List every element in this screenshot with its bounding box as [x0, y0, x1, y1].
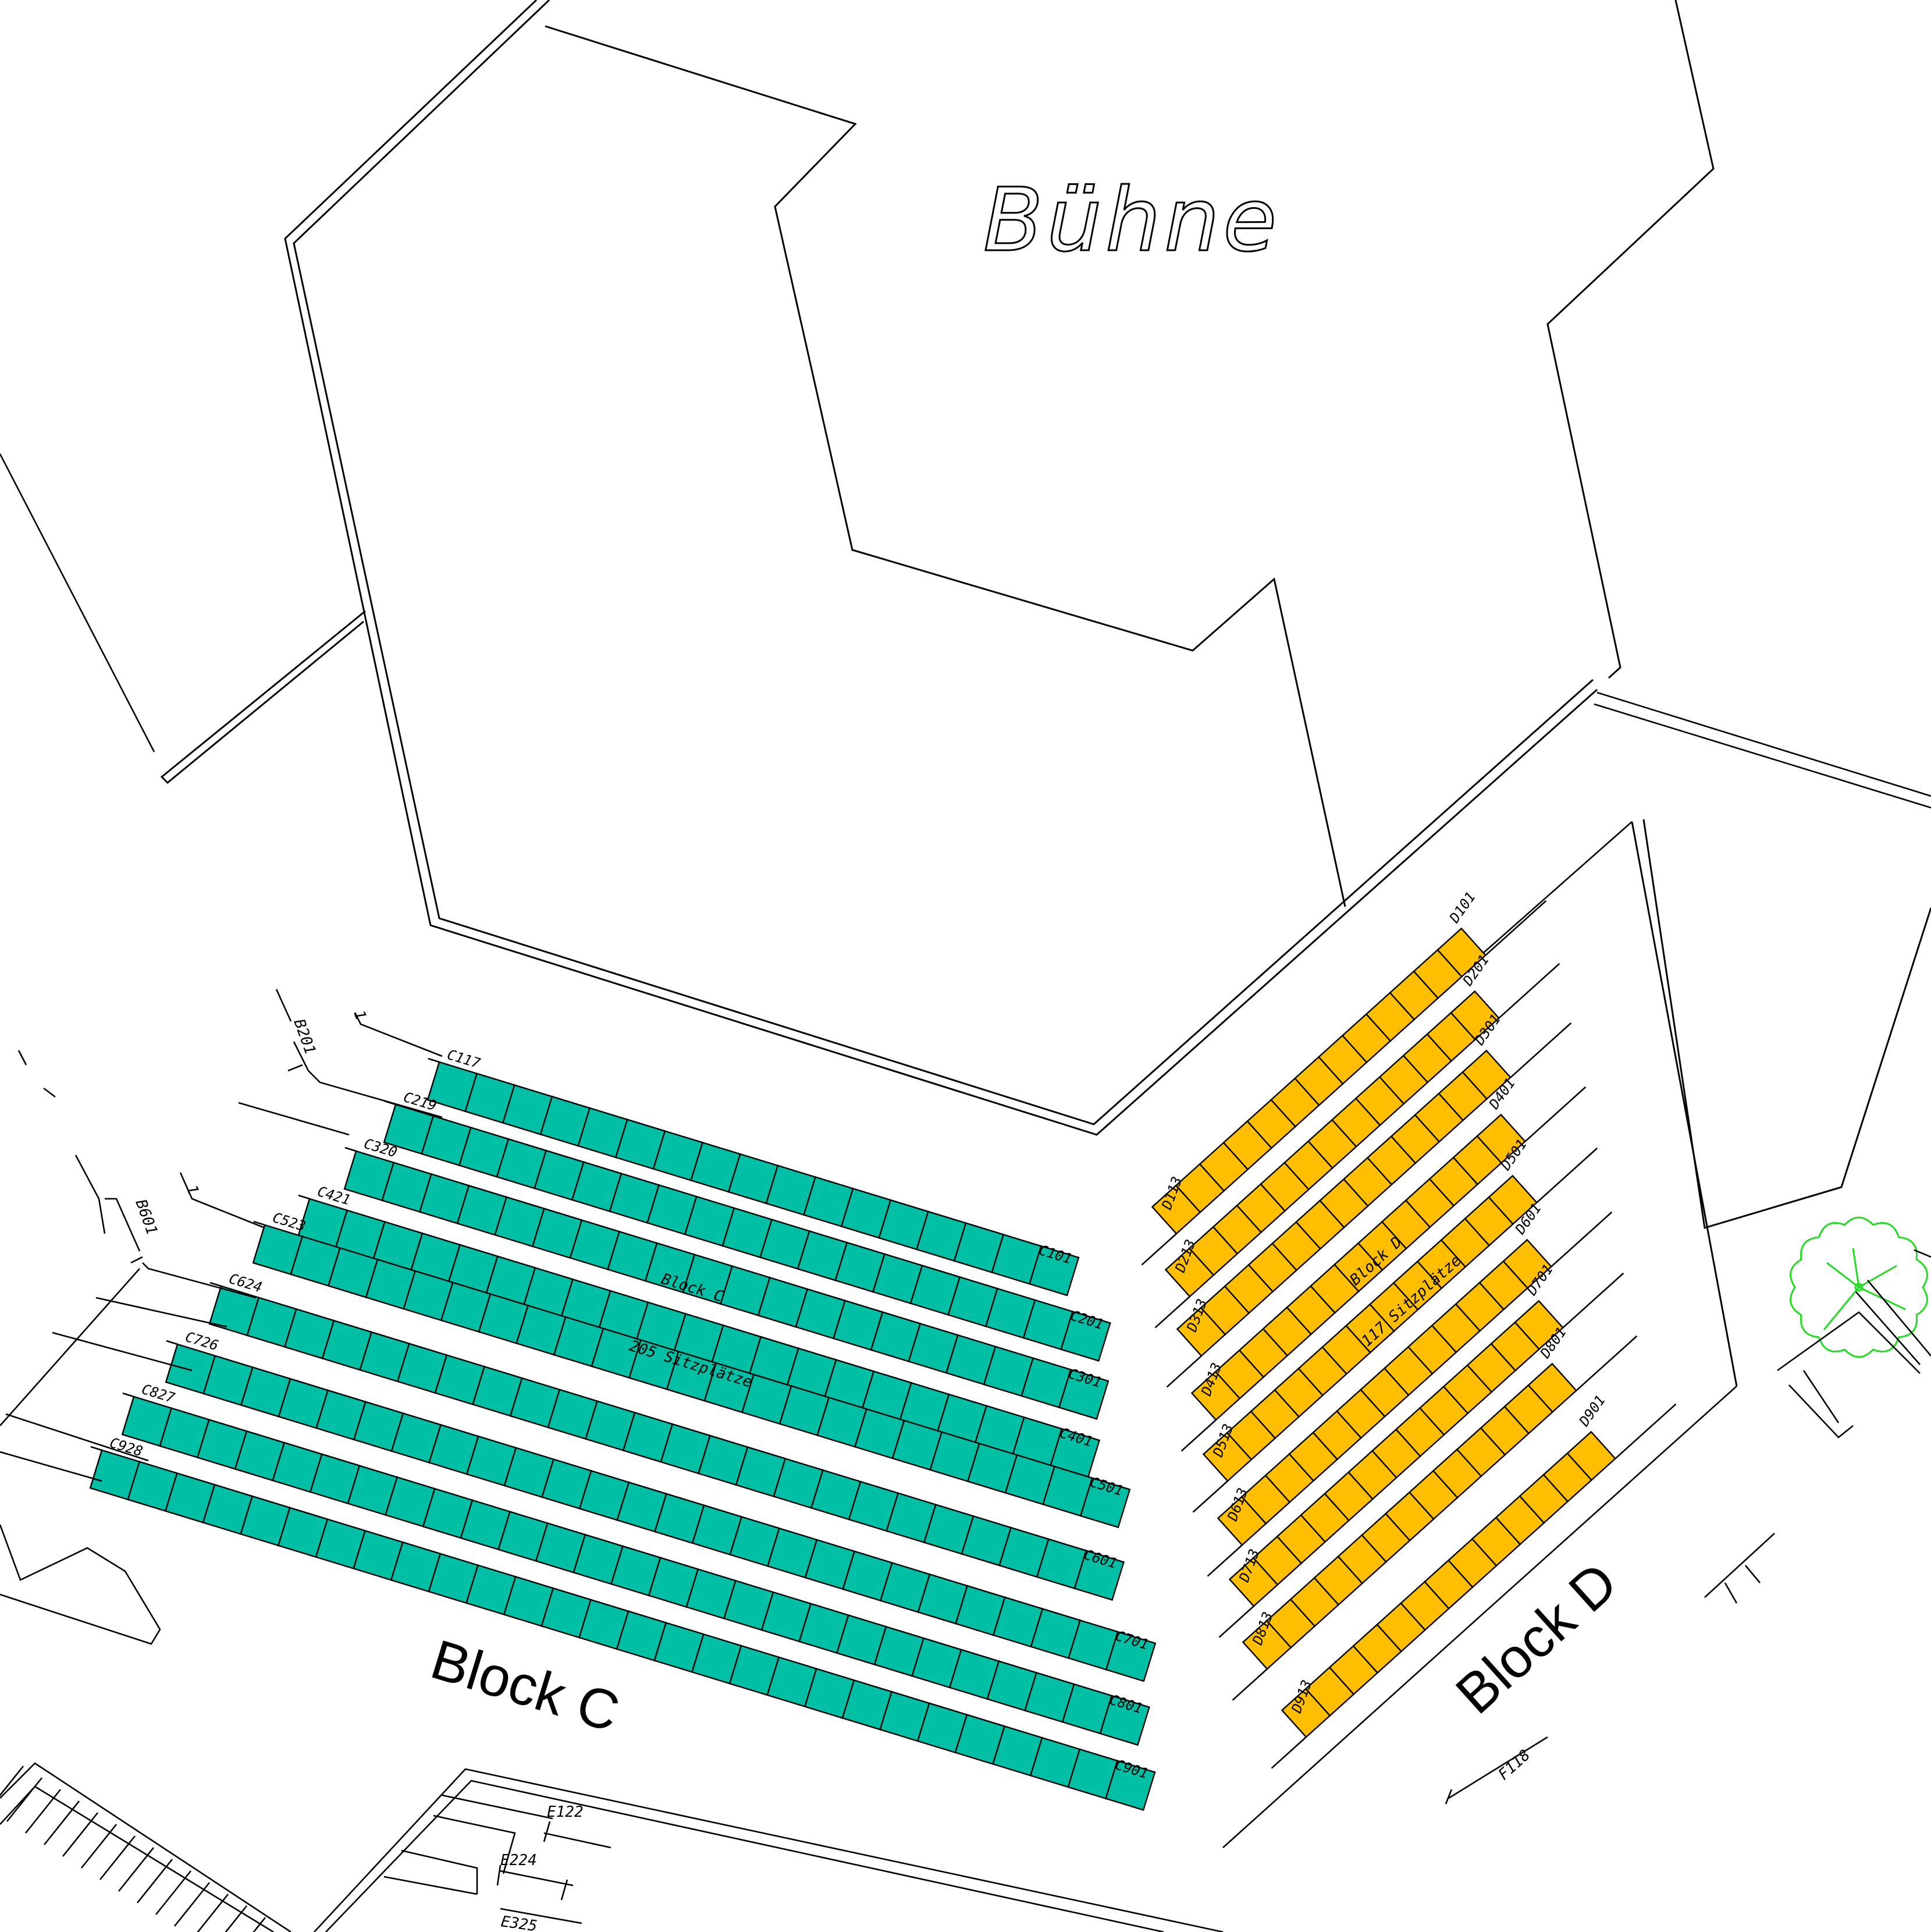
seat-block-d[interactable] [1450, 990, 1500, 1041]
seat-block-d[interactable] [1502, 1238, 1553, 1290]
marker-f118: F118 [1495, 1746, 1534, 1784]
marker-e122: E122 [547, 1803, 584, 1821]
row-line [1192, 1480, 1228, 1513]
row-line [1207, 1544, 1243, 1577]
row-line [1271, 1736, 1307, 1769]
seat-block-c[interactable] [1105, 1760, 1156, 1811]
row-line [1180, 1419, 1217, 1452]
row-line [298, 1194, 310, 1200]
row-line [1218, 1606, 1254, 1638]
stairs [0, 1762, 291, 1932]
seat-block-c[interactable] [1079, 1477, 1131, 1529]
block-c-seats [89, 1061, 1157, 1811]
row-line [253, 1220, 265, 1226]
row-line [1166, 1355, 1202, 1388]
seat-block-d[interactable] [1566, 1430, 1617, 1482]
seat-block-d[interactable] [1527, 1362, 1578, 1414]
block-c-title: Block C [424, 1628, 627, 1744]
row-line [122, 1392, 134, 1398]
block-d-row-lines [1141, 900, 1677, 1769]
row-label-end: D101 [1446, 889, 1479, 926]
row-line [1154, 1296, 1190, 1329]
block-d-seats [1151, 927, 1617, 1738]
row-line [1498, 963, 1560, 1019]
marker-one-a: 1 [350, 1008, 369, 1022]
seat-block-c[interactable] [1058, 1369, 1109, 1420]
seat-block-c[interactable] [1060, 1311, 1111, 1362]
seat-block-d[interactable] [1461, 1049, 1512, 1100]
row-line [1551, 1211, 1613, 1267]
seat-block-d[interactable] [1488, 1174, 1538, 1226]
row-line [1141, 1233, 1177, 1266]
seat-block-c[interactable] [1105, 1631, 1157, 1682]
row-line [1232, 1668, 1268, 1701]
row-line [166, 1340, 178, 1345]
seat-block-c[interactable] [1099, 1695, 1150, 1746]
tree-icon [1789, 1216, 1929, 1358]
bottom-outline: E122 E224 E325 [314, 1768, 1224, 1932]
stage-walls [0, 0, 1931, 1848]
stage-label: Bühne [983, 170, 1280, 271]
row-label-end: D901 [1576, 1393, 1609, 1430]
seat-block-d[interactable] [1436, 927, 1487, 978]
row-line [1614, 1403, 1677, 1459]
marker-e224: E224 [500, 1852, 537, 1869]
row-line [1485, 900, 1547, 956]
row-line [1510, 1022, 1572, 1078]
row-line [209, 1281, 222, 1287]
right-structure [1777, 1249, 1931, 1439]
row-line [1524, 1086, 1587, 1142]
row-line [1536, 1147, 1598, 1203]
seat-block-d[interactable] [1514, 1299, 1564, 1351]
seat-block-c[interactable] [1028, 1245, 1080, 1297]
row-line [428, 1057, 440, 1063]
seat-block-d[interactable] [1476, 1113, 1527, 1164]
block-c-row-lines [90, 1057, 440, 1451]
row-line [1562, 1272, 1624, 1329]
marker-e325: E325 [500, 1913, 538, 1932]
seat-block-c[interactable] [1073, 1550, 1125, 1601]
marker-b201: B201 [290, 1017, 319, 1057]
row-line [1576, 1335, 1638, 1391]
row-line [90, 1446, 102, 1451]
marker-b601: B601 [131, 1197, 161, 1237]
row-line [344, 1146, 357, 1152]
